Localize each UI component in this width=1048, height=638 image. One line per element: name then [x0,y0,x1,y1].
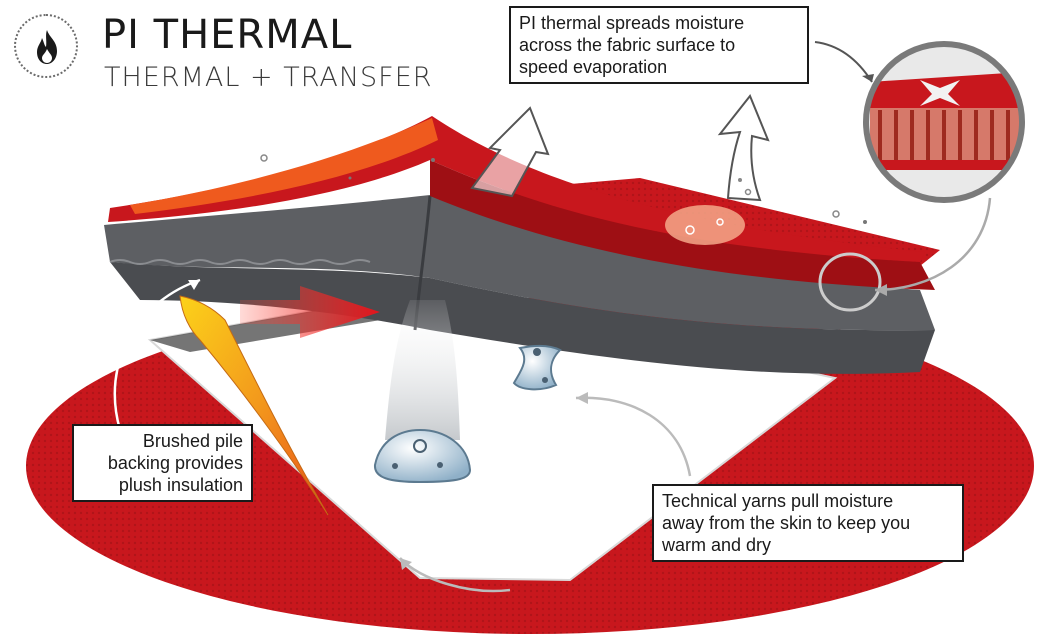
callout-insulation: Brushed pile backing provides plush insu… [72,424,253,502]
connector-left [113,278,201,431]
callout-line: warm and dry [662,535,772,555]
callout-line: across the fabric surface to [519,35,736,55]
callout-evaporation: PI thermal spreads moisture across the f… [509,6,809,84]
callout-line: Technical yarns pull moisture [662,491,894,511]
fabric-red-edge [430,160,935,290]
callout-line: PI thermal spreads moisture [519,13,745,33]
zoom-detail [863,41,1025,203]
callout-line: Brushed pile [142,431,243,451]
connector-right [575,396,692,477]
evaporation-arrow-right [717,94,770,202]
pile-layer-lower [110,262,935,374]
callout-line: speed evaporation [519,57,668,77]
pile-edge-texture [109,259,371,265]
heat-arrow [179,295,329,516]
pile-layer [104,195,935,331]
heat-reflect-arrow [240,286,380,338]
callout-line: plush insulation [118,475,243,495]
evaporation-arrow-left [470,106,550,198]
callout-line: backing provides [107,453,243,473]
water-drop-small [512,344,562,391]
callout-moisture-wicking: Technical yarns pull moisture away from … [652,484,964,562]
page-title: PI THERMAL [102,12,353,58]
page-subtitle: THERMAL + TRANSFER [104,62,433,93]
flame-icon [37,30,57,64]
connector-zoom [874,197,992,292]
fabric-red-top-highlight [130,118,438,214]
water-drop-large [373,428,472,484]
flame-badge [14,14,78,78]
magnifier-target-ring [818,252,882,312]
steam-column [385,300,460,440]
moisture-spread-patch [665,205,745,245]
skin-label: SKIN [516,530,585,560]
callout-line: away from the skin to keep you [662,513,911,533]
